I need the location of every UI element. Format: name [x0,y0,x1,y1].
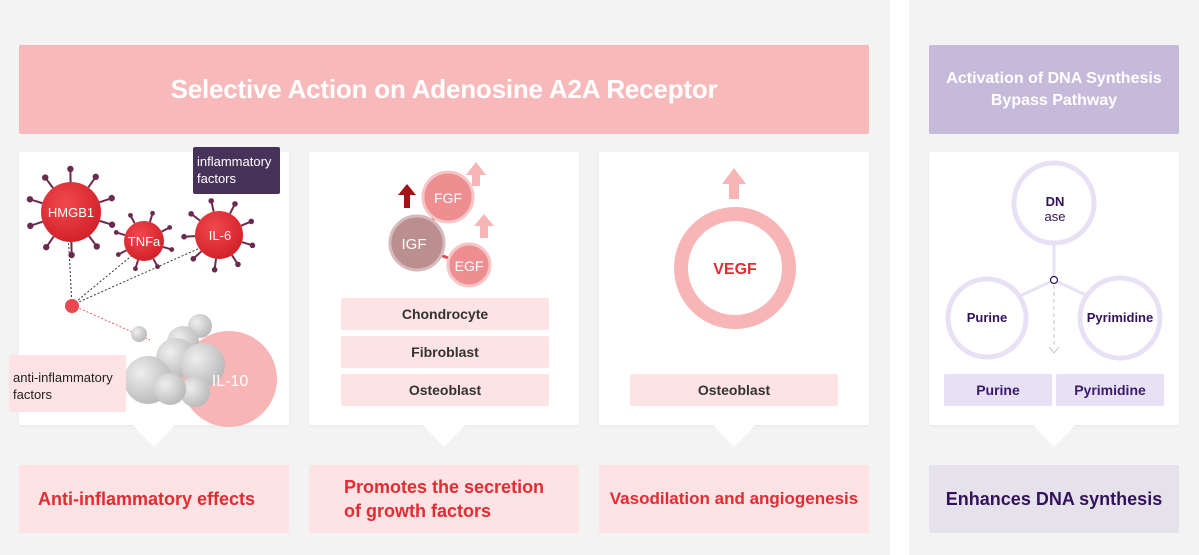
dna-banner: Activation of DNA Synthesis Bypass Pathw… [929,45,1179,134]
spike-tip [150,210,155,216]
spike-tip [115,252,121,257]
cell-chip-chondrocyte: Chondrocyte [341,298,549,330]
spike-tip [181,233,187,240]
arrow-down-icon [1048,346,1060,354]
card-pointer [712,424,756,447]
cell-chip-osteoblast-vegf: Osteoblast [630,374,838,406]
inflammatory-label-line2: factors [197,171,237,186]
cell-chip-fibroblast: Fibroblast [341,336,549,368]
cytokine-label: IL-6 [209,228,231,243]
chip-label: Purine [976,382,1020,398]
dnase-circle [1011,160,1097,246]
effect-dna-synthesis: Enhances DNA synthesis [929,465,1179,533]
factor-egf-circle [446,242,492,288]
spike-tip [248,218,255,225]
receptor-dot [65,299,79,313]
spike-group [26,165,256,273]
spike-tip [208,198,215,204]
connector-lines [67,231,219,306]
arrow-up-icon [466,162,486,186]
cytokine-hmgb1 [41,182,101,242]
cytokine-tnfa [124,221,164,261]
anti-inflammatory-cell-cluster [124,314,225,407]
cell-chip-label: Chondrocyte [401,306,489,322]
factor-fgf-circle [421,170,475,224]
factor-label: IGF [402,236,427,253]
anti-inflammatory-factors-label: anti-inflammatory factors [9,355,126,412]
arrow-up-icon [722,168,746,199]
dnase-label-line1: DN [1046,194,1065,209]
pathway-node [1049,275,1059,285]
spike-tip [128,212,133,218]
inflammatory-label-line1: inflammatory [197,154,272,169]
chip-label: Pyrimidine [1074,382,1146,398]
effect-label-line2: of growth factors [344,501,491,521]
main-banner: Selective Action on Adenosine A2A Recept… [19,45,869,134]
spike-tip [93,243,100,250]
spike-tip [232,201,238,207]
effect-growth-factors: Promotes the secretion of growth factors [309,465,579,533]
spike-tip [167,225,173,230]
spike-tip [108,194,115,202]
inflammatory-factors-label: inflammatory factors [193,147,280,194]
main-banner-title: Selective Action on Adenosine A2A Recept… [170,74,718,104]
card-pointer [1032,424,1076,447]
chip-purine: Purine [944,374,1052,406]
effect-label: Vasodilation and angiogenesis [609,489,859,508]
anti-label-line1: anti-inflammatory [13,370,113,385]
spike-tip [27,222,34,230]
cytokine-label: HMGB1 [48,205,94,220]
cell-chip-label: Osteoblast [697,382,771,398]
spike-tip [43,243,50,251]
dnase-label-line2: ase [1045,209,1066,224]
spike-tip [235,261,241,268]
purine-circle [945,276,1029,360]
spike-tip [108,221,116,228]
card-pointer [132,424,176,447]
factor-igf-circle [388,214,446,272]
cell-chip-label: Fibroblast [411,344,479,360]
factor-label: FGF [434,190,462,206]
effect-anti-inflammatory: Anti-inflammatory effects [19,465,289,533]
spike-tip [188,211,194,217]
spike-tip [68,251,75,259]
anti-label-line2: factors [13,387,53,402]
effect-label-line1: Promotes the secretion [344,477,545,497]
cell-chip-osteoblast: Osteoblast [341,374,549,406]
effect-vasodilation: Vasodilation and angiogenesis [599,465,869,533]
pathway-line [1053,278,1091,299]
effect-label: Enhances DNA synthesis [945,489,1163,509]
spike-tip [133,266,138,272]
spike-tip [42,174,49,181]
chip-pyrimidine: Pyrimidine [1056,374,1164,406]
cytokine-il6 [195,211,243,259]
arrow-up-icon [398,184,416,208]
il10-label: IL-10 [212,373,249,390]
factor-label: EGF [455,258,484,274]
pyrimidine-circle [1077,275,1163,361]
cell-chip-label: Osteoblast [408,382,482,398]
spike-tip [92,173,99,181]
vegf-label: VEGF [713,261,757,278]
dna-banner-title-line2: Bypass Pathway [990,91,1118,109]
arrow-up-icon [474,214,494,238]
spike-tip [211,266,218,273]
spike-tip [113,230,119,235]
spike-tip [26,196,34,203]
card-pointer [422,424,466,447]
spike-tip [67,165,74,173]
dna-banner-title-line1: Activation of DNA Synthesis [946,69,1162,87]
cytokine-label: TNFa [128,234,161,249]
spike-tip [169,247,175,252]
spike-tip [249,242,256,249]
pyrimidine-circle-label: Pyrimidine [1087,310,1153,325]
vegf-ring [674,207,796,329]
spike-tip [190,255,197,262]
effect-label: Anti-inflammatory effects [38,489,256,509]
pathway-line [1017,278,1055,299]
purine-circle-label: Purine [967,310,1007,325]
